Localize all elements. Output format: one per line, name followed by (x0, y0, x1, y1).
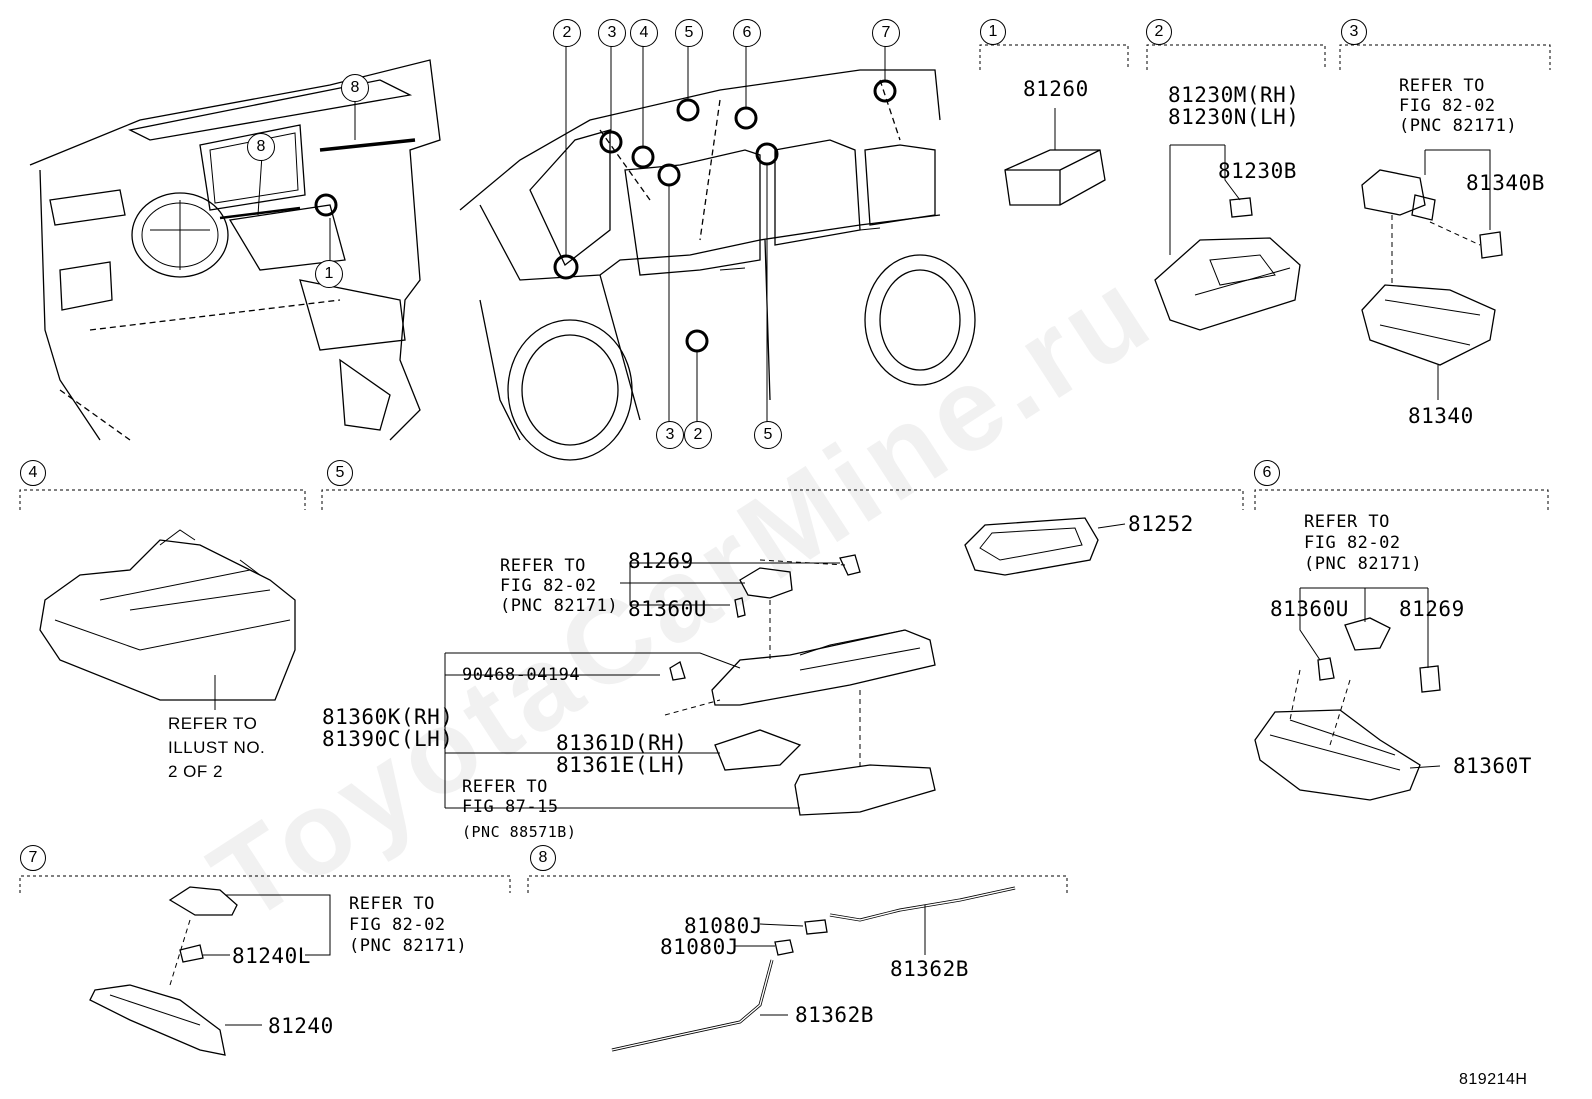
refer-text-line1: REFER TO (462, 777, 548, 797)
part-number-90468-04194[interactable]: 90468-04194 (462, 665, 581, 685)
callout-5[interactable]: 5 (675, 19, 703, 47)
part-number-81269[interactable]: 81269 (1399, 597, 1465, 621)
refer-text-line2[interactable]: FIG 87-15 (462, 797, 559, 817)
part-number-81252[interactable]: 81252 (1128, 512, 1194, 536)
callout-2[interactable]: 2 (684, 421, 712, 449)
part-number-81362b[interactable]: 81362B (890, 957, 969, 981)
part-81362b (611, 886, 1016, 1052)
section-8-callout[interactable]: 8 (530, 845, 556, 871)
part-number-81360t[interactable]: 81360T (1453, 754, 1532, 778)
part-number-81360u[interactable]: 81360U (628, 597, 707, 621)
diagram-id: 819214H (1459, 1071, 1528, 1088)
refer-text-line3: (PNC 82171) (500, 596, 619, 616)
refer-text-line3: 2 OF 2 (168, 762, 223, 781)
section-7-callout[interactable]: 7 (20, 845, 46, 871)
refer-text-line2[interactable]: FIG 82-02 (500, 576, 597, 596)
part-81240 (89, 886, 331, 1056)
refer-text-line3: (PNC 82171) (349, 936, 468, 956)
callout-7[interactable]: 7 (872, 19, 900, 47)
callout-6[interactable]: 6 (733, 19, 761, 47)
part-number-81361e[interactable]: 81361E(LH) (556, 753, 688, 777)
part-81360k-assembly (444, 554, 936, 816)
section-2-callout[interactable]: 2 (1146, 19, 1172, 45)
part-81340 (1361, 149, 1503, 400)
part-number-81360u[interactable]: 81360U (1270, 597, 1349, 621)
part-number-81361d[interactable]: 81361D(RH) (556, 731, 688, 755)
callout-1[interactable]: 1 (315, 260, 343, 288)
refer-text-line3: (PNC 88571B) (462, 823, 577, 841)
refer-text-line1: REFER TO (168, 714, 258, 733)
refer-text-line3: (PNC 82171) (1399, 116, 1518, 136)
part-number-81080j[interactable]: 81080J (660, 935, 739, 959)
refer-text-line1: REFER TO (1399, 76, 1485, 96)
vehicle-illustration (459, 45, 976, 461)
section-brackets (19, 44, 1551, 893)
part-number-81080j[interactable]: 81080J (684, 914, 763, 938)
refer-text-line3: (PNC 82171) (1304, 554, 1423, 574)
part-number-81360k[interactable]: 81360K(RH) (322, 705, 454, 729)
part-number-81269[interactable]: 81269 (628, 549, 694, 573)
callout-2[interactable]: 2 (553, 19, 581, 47)
part-number-81340[interactable]: 81340 (1408, 404, 1474, 428)
part-number-81230n[interactable]: 81230N(LH) (1168, 105, 1300, 129)
callout-3[interactable]: 3 (656, 421, 684, 449)
section-1-callout[interactable]: 1 (980, 19, 1006, 45)
refer-text-line1: REFER TO (349, 894, 435, 914)
section-6-callout[interactable]: 6 (1254, 460, 1280, 486)
section-3-callout[interactable]: 3 (1341, 19, 1367, 45)
part-number-81240l[interactable]: 81240L (232, 944, 311, 968)
part-number-81230b[interactable]: 81230B (1218, 159, 1297, 183)
part-number-81390c[interactable]: 81390C(LH) (322, 727, 454, 751)
callout-3[interactable]: 3 (598, 19, 626, 47)
dashboard-illustration (29, 59, 441, 441)
callout-4[interactable]: 4 (630, 19, 658, 47)
part-number-81240[interactable]: 81240 (268, 1014, 334, 1038)
refer-text-line1: REFER TO (500, 556, 586, 576)
refer-text-line2[interactable]: FIG 82-02 (1304, 533, 1401, 553)
callout-5[interactable]: 5 (754, 421, 782, 449)
part-number-81340b[interactable]: 81340B (1466, 171, 1545, 195)
section-5-callout[interactable]: 5 (327, 460, 353, 486)
callout-8[interactable]: 8 (341, 74, 369, 102)
part-overhead-console (39, 529, 296, 710)
refer-text-line1: REFER TO (1304, 512, 1390, 532)
refer-text-line2[interactable]: FIG 82-02 (1399, 96, 1496, 116)
section-4-callout[interactable]: 4 (20, 460, 46, 486)
part-81360t (1254, 587, 1441, 801)
part-81230 (1154, 144, 1301, 331)
part-number-81230m[interactable]: 81230M(RH) (1168, 83, 1300, 107)
part-81260 (1004, 108, 1106, 206)
refer-text-line2[interactable]: ILLUST NO. (168, 738, 266, 757)
refer-text-line2[interactable]: FIG 82-02 (349, 915, 446, 935)
part-number-81260[interactable]: 81260 (1023, 77, 1089, 101)
part-number-81362b[interactable]: 81362B (795, 1003, 874, 1027)
callout-8[interactable]: 8 (247, 133, 275, 161)
part-81252 (964, 517, 1126, 576)
